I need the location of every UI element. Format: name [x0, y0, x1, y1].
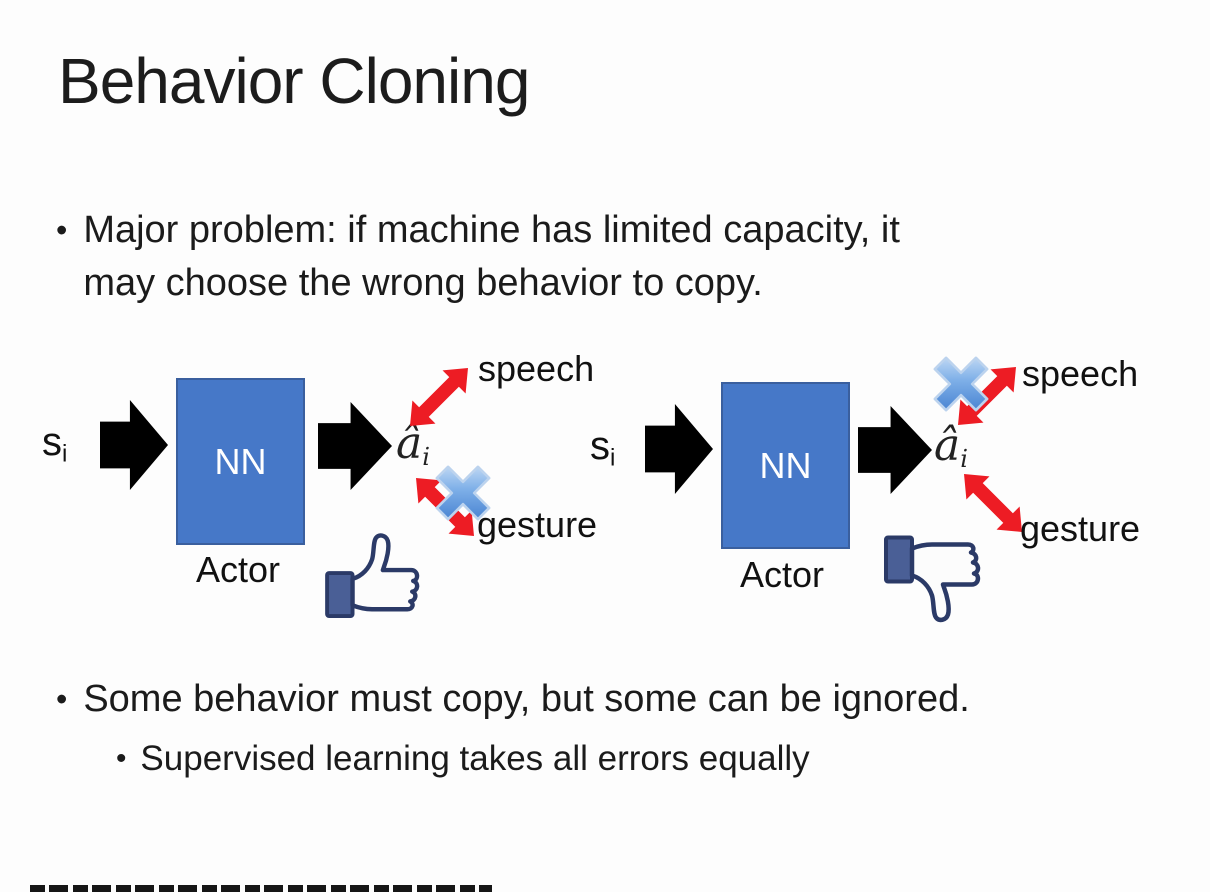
input-arrow-icon: [100, 400, 168, 490]
bullet-dot: •: [116, 742, 127, 775]
output-arrow-icon: [318, 402, 392, 490]
bullet-major-problem: • Major problem: if machine has limited …: [56, 204, 900, 310]
cross-out-icon: [435, 465, 491, 521]
speech-label: speech: [478, 348, 595, 389]
slide-title: Behavior Cloning: [58, 45, 530, 117]
clipped-text-line: [30, 885, 492, 892]
thumbs-up-icon: [325, 533, 420, 619]
nn-box: NN: [721, 382, 850, 549]
speech-branch-arrow-icon: [398, 356, 480, 438]
nn-label: NN: [759, 444, 812, 486]
bullet-dot: •: [56, 681, 68, 717]
gesture-label: gesture: [1020, 508, 1141, 549]
bullet-dot: •: [56, 212, 68, 248]
actor-label: Actor: [196, 549, 281, 590]
gesture-label: gesture: [477, 504, 598, 545]
bullet-text: Supervised learning takes all errors equ…: [140, 739, 810, 778]
cross-out-icon: [933, 356, 989, 412]
speech-label: speech: [1022, 353, 1139, 394]
bullet-text: Some behavior must copy, but some can be…: [83, 678, 970, 720]
output-action-label: âi: [934, 420, 968, 473]
output-action-label: âi: [396, 418, 430, 471]
input-state-label: si: [590, 424, 616, 472]
nn-box: NN: [176, 378, 305, 545]
bullet-some-behavior: • Some behavior must copy, but some can …: [56, 674, 970, 724]
bullet-line-2: may choose the wrong behavior to copy.: [83, 262, 763, 304]
nn-label: NN: [214, 440, 267, 482]
input-arrow-icon: [645, 404, 713, 494]
bullet-supervised-learning: • Supervised learning takes all errors e…: [116, 736, 810, 782]
bullet-text: Major problem: if machine has limited ca…: [83, 204, 900, 310]
thumbs-down-icon: [884, 535, 981, 623]
bullet-line-1: Major problem: if machine has limited ca…: [83, 209, 900, 251]
input-state-label: si: [42, 420, 68, 468]
output-arrow-icon: [858, 406, 932, 494]
actor-label: Actor: [740, 554, 825, 595]
